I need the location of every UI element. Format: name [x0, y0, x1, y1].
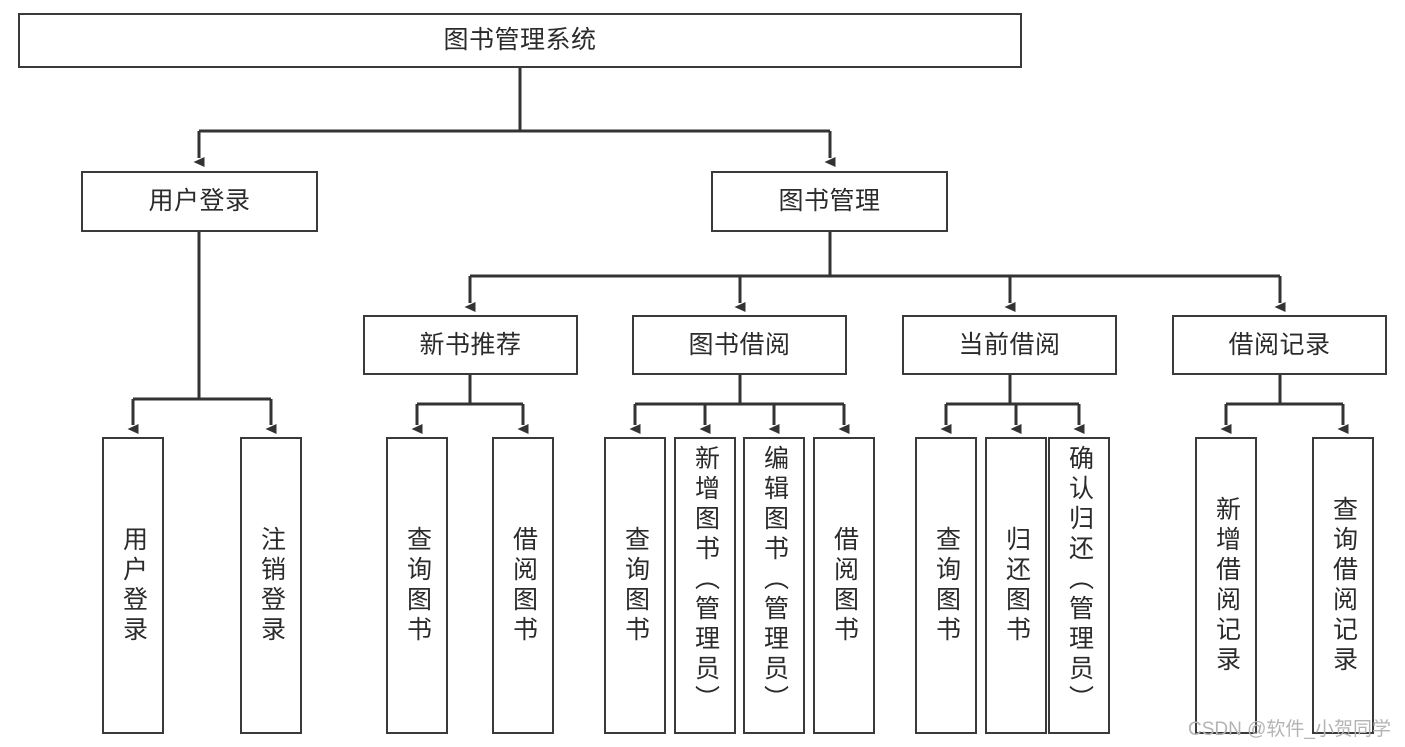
node-label: 借阅图书 [509, 525, 538, 646]
node-label: 查询图书 [932, 525, 961, 646]
node-borrow-record[interactable]: 借阅记录 [1172, 315, 1387, 375]
leaf-edit-book-admin[interactable]: 编辑图书（管理员） [743, 437, 805, 734]
node-label: 借阅图书 [830, 525, 859, 646]
node-user-login[interactable]: 用户登录 [81, 171, 318, 232]
leaf-query-book-borrow[interactable]: 查询图书 [604, 437, 666, 734]
leaf-return-book[interactable]: 归还图书 [985, 437, 1047, 734]
leaf-borrow-book-recommend[interactable]: 借阅图书 [492, 437, 554, 734]
node-label: 图书管理 [778, 187, 881, 215]
node-label: 当前借阅 [958, 330, 1061, 359]
node-new-book-recommend[interactable]: 新书推荐 [363, 315, 578, 375]
node-current-borrow[interactable]: 当前借阅 [902, 315, 1117, 375]
leaf-add-borrow-record[interactable]: 新增借阅记录 [1195, 437, 1257, 734]
node-label: 查询图书 [621, 525, 650, 646]
leaf-logout[interactable]: 注销登录 [240, 437, 302, 734]
leaf-query-book-recommend[interactable]: 查询图书 [386, 437, 448, 734]
node-label: 新增借阅记录 [1212, 495, 1241, 676]
leaf-query-book-current[interactable]: 查询图书 [915, 437, 977, 734]
node-root-system[interactable]: 图书管理系统 [18, 13, 1022, 68]
leaf-borrow-book[interactable]: 借阅图书 [813, 437, 875, 734]
node-label: 确认归还（管理员） [1065, 445, 1094, 715]
node-label: 新增图书（管理员） [691, 445, 720, 715]
node-label: 新书推荐 [419, 330, 522, 359]
leaf-confirm-return-admin[interactable]: 确认归还（管理员） [1048, 437, 1110, 734]
node-label: 注销登录 [257, 525, 286, 646]
node-label: 借阅记录 [1228, 330, 1331, 359]
leaf-add-book-admin[interactable]: 新增图书（管理员） [674, 437, 736, 734]
node-label: 图书管理系统 [443, 26, 597, 54]
leaf-user-login[interactable]: 用户登录 [102, 437, 164, 734]
watermark-text: CSDN @软件_小贺同学 [1188, 719, 1391, 740]
node-book-management[interactable]: 图书管理 [711, 171, 948, 232]
node-label: 归还图书 [1002, 525, 1031, 646]
node-label: 查询借阅记录 [1329, 495, 1358, 676]
node-label: 图书借阅 [688, 330, 791, 359]
node-label: 用户登录 [148, 187, 251, 215]
node-book-borrow[interactable]: 图书借阅 [632, 315, 847, 375]
node-label: 用户登录 [119, 525, 148, 646]
node-label: 查询图书 [403, 525, 432, 646]
leaf-query-borrow-record[interactable]: 查询借阅记录 [1312, 437, 1374, 734]
node-label: 编辑图书（管理员） [760, 445, 789, 715]
